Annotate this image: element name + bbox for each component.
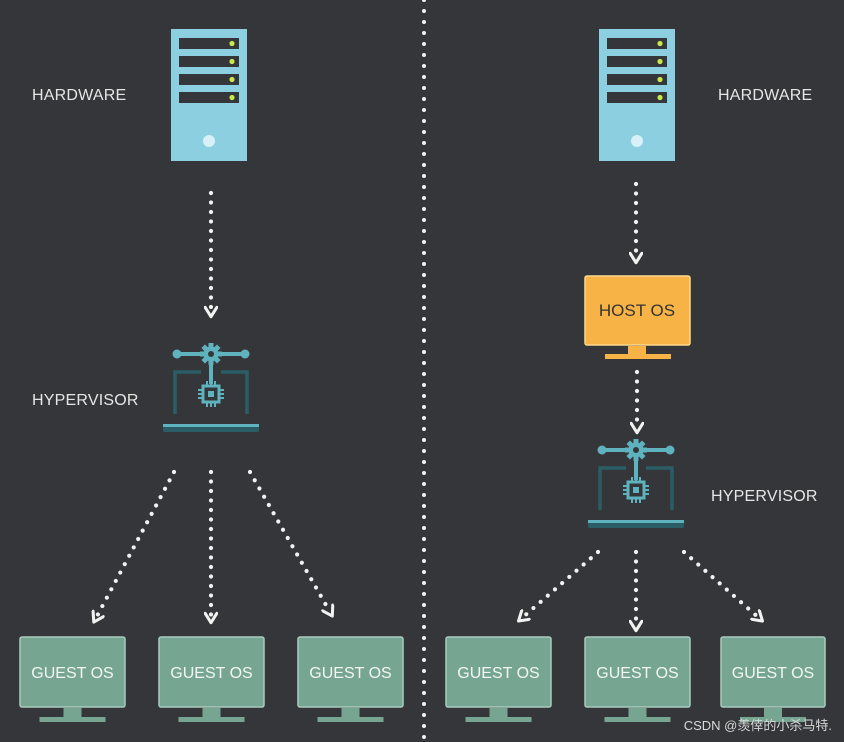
server-led [657, 58, 663, 65]
left-hardware-label: HARDWARE [32, 87, 127, 104]
guest-os-monitor: GUEST OS [19, 636, 126, 722]
guest-os-monitor: GUEST OS [158, 636, 265, 722]
gear-icon [200, 343, 222, 365]
laptop-base [588, 522, 684, 528]
chip-icon [623, 477, 649, 503]
laptop-frame [173, 370, 249, 414]
server-slot [607, 56, 667, 67]
power-button [631, 135, 643, 147]
guest-os-screen [158, 636, 265, 708]
guest-os-label: GUEST OS [309, 665, 391, 682]
right-server-icon [599, 29, 675, 161]
monitor-stand [604, 717, 671, 722]
monitor-icon [63, 708, 82, 717]
guest-os-label: GUEST OS [457, 665, 539, 682]
monitor-icon [764, 708, 782, 717]
server-slot [179, 38, 239, 49]
dotted-arrow [681, 549, 759, 618]
monitor-icon [628, 708, 647, 717]
guest-os-screen [445, 636, 552, 708]
monitor-stand [39, 717, 106, 722]
server-led [657, 40, 663, 47]
right-hypervisor-label: HYPERVISOR [711, 488, 818, 505]
guest-os-monitor: GUEST OS [297, 636, 404, 722]
guest-os-monitor: GUEST OS [720, 636, 826, 722]
watermark-text: CSDN @羡倖的小杀马特. [683, 718, 832, 733]
server-led [229, 40, 235, 47]
guest-os-label: GUEST OS [170, 665, 252, 682]
guest-os-label: GUEST OS [596, 665, 678, 682]
guest-os-screen [720, 636, 826, 708]
monitor-stand [178, 717, 245, 722]
laptop-base [163, 426, 259, 432]
arrows-group [96, 181, 759, 626]
dotted-arrow [247, 469, 330, 612]
chip-icon [198, 381, 224, 407]
guest-os-screen [19, 636, 126, 708]
server-led [229, 58, 235, 65]
left-hypervisor-label: HYPERVISOR [32, 392, 139, 409]
server-slot [179, 92, 239, 103]
host-os-screen [584, 275, 691, 346]
host-os-monitor: HOST OS [584, 275, 691, 359]
monitor-stand [317, 717, 384, 722]
host-os-label: HOST OS [599, 301, 675, 320]
guest-os-monitor: GUEST OS [445, 636, 552, 722]
server-led [229, 94, 235, 101]
monitor-icon [202, 708, 221, 717]
power-button [203, 135, 215, 147]
gear-icon [625, 439, 647, 461]
guest-os-group: GUEST OS GUEST OS GUEST OS GUEST OS GUEST OS… [19, 636, 826, 722]
server-slot [179, 74, 239, 85]
server-slot [607, 38, 667, 49]
right-hypervisor-icon [588, 439, 684, 528]
right-hardware-label: HARDWARE [718, 87, 813, 104]
dotted-arrow [96, 469, 177, 618]
server-led [229, 76, 235, 83]
server-slot [607, 74, 667, 85]
server-slot [179, 56, 239, 67]
left-server-icon [171, 29, 247, 161]
monitor-icon [341, 708, 360, 717]
monitor-icon [489, 708, 508, 717]
monitor-stand [465, 717, 532, 722]
monitor-icon [628, 346, 646, 354]
guest-os-label: GUEST OS [732, 665, 814, 682]
laptop-frame [598, 466, 674, 510]
dotted-arrow [522, 549, 601, 618]
guest-os-label: GUEST OS [31, 665, 113, 682]
left-hypervisor-icon [163, 343, 259, 432]
server-led [657, 94, 663, 101]
server-slot [607, 92, 667, 103]
guest-os-screen [584, 636, 691, 708]
monitor-stand [740, 717, 806, 722]
server-led [657, 76, 663, 83]
guest-os-monitor: GUEST OS [584, 636, 691, 722]
guest-os-screen [297, 636, 404, 708]
